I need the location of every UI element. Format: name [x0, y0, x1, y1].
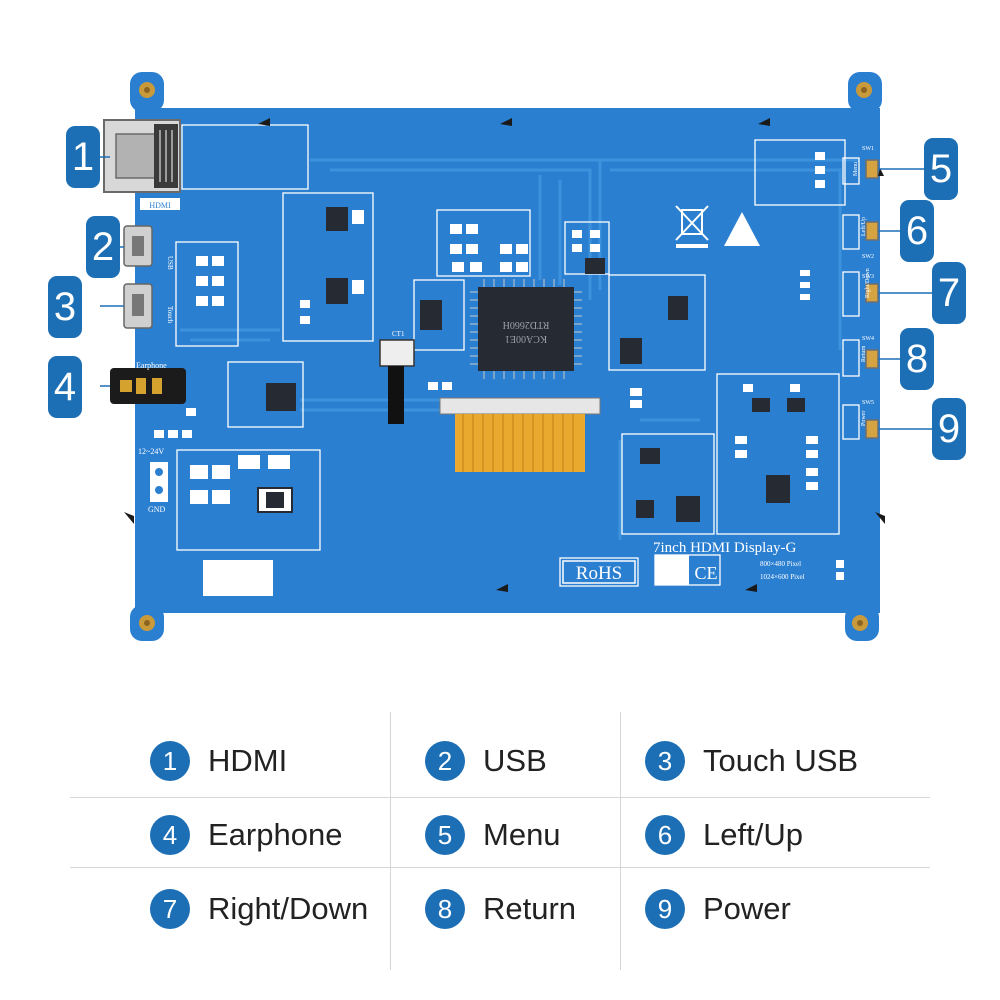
number-badge: 4 [150, 815, 190, 855]
svg-text:Touch: Touch [166, 306, 174, 324]
blank-label [203, 560, 273, 596]
svg-text:GND: GND [148, 505, 166, 514]
fpc-connector [439, 397, 601, 415]
callout-hdmi: 1 [66, 126, 100, 188]
legend-item-menu: 5 Menu [425, 800, 561, 870]
divider [620, 712, 621, 970]
esd-warning-icon [724, 212, 760, 246]
weee-bin-icon [675, 205, 709, 248]
number-badge: 2 [425, 741, 465, 781]
svg-text:Earphone: Earphone [136, 361, 167, 370]
legend-item-right-down: 7 Right/Down [150, 874, 368, 944]
svg-text:SW3: SW3 [862, 274, 874, 280]
callout-left-up: 6 [900, 200, 934, 262]
svg-text:Return: Return [861, 346, 867, 362]
left-up-switch [865, 221, 879, 241]
legend-label: Right/Down [208, 891, 369, 926]
svg-text:12~24V: 12~24V [138, 447, 164, 456]
callout-usb: 2 [86, 216, 120, 278]
return-switch [865, 349, 879, 369]
svg-text:Right/Down: Right/Down [865, 268, 871, 298]
svg-text:SW5: SW5 [862, 400, 874, 406]
divider [70, 867, 930, 868]
callout-return: 8 [900, 328, 934, 390]
legend-label: Earphone [208, 817, 343, 852]
legend-label: Left/Up [703, 817, 803, 852]
divider [70, 797, 930, 798]
number-badge: 8 [425, 889, 465, 929]
svg-text:SW4: SW4 [862, 336, 874, 342]
callout-menu: 5 [924, 138, 958, 200]
callout-earphone: 4 [48, 356, 82, 418]
svg-text:USB: USB [166, 256, 174, 270]
legend-item-power: 9 Power [645, 874, 791, 944]
number-badge: 6 [645, 815, 685, 855]
pcb-board: RTD2660H KCA00E1 [100, 72, 932, 641]
menu-switch [865, 159, 879, 179]
ce-mark: CE [694, 563, 717, 583]
earphone-jack [110, 368, 186, 404]
power-switch [865, 419, 879, 439]
legend-table: 1 HDMI 2 USB 3 Touch USB 4 Earphone 5 Me… [70, 712, 930, 970]
legend-item-earphone: 4 Earphone [150, 800, 342, 870]
svg-text:KCA00E1: KCA00E1 [505, 333, 547, 344]
divider [390, 712, 391, 970]
number-badge: 9 [645, 889, 685, 929]
svg-text:SW2: SW2 [862, 254, 874, 260]
legend-item-touch-usb: 3 Touch USB [645, 726, 858, 796]
svg-text:Power: Power [861, 411, 867, 426]
main-chip [478, 287, 574, 371]
legend-item-usb: 2 USB [425, 726, 547, 796]
number-badge: 7 [150, 889, 190, 929]
legend-label: HDMI [208, 743, 288, 778]
number-badge: 5 [425, 815, 465, 855]
svg-text:SW1: SW1 [862, 146, 874, 152]
legend-item-return: 8 Return [425, 874, 576, 944]
svg-text:1024×600 Pixel: 1024×600 Pixel [760, 573, 805, 581]
legend-label: Touch USB [703, 743, 859, 778]
legend-item-left-up: 6 Left/Up [645, 800, 803, 870]
legend-label: Power [703, 891, 791, 926]
callout-power: 9 [932, 398, 966, 460]
svg-text:Menu: Menu [853, 162, 859, 176]
svg-text:CT1: CT1 [392, 330, 405, 338]
legend-label: Return [483, 891, 577, 926]
svg-text:HDMI: HDMI [149, 201, 171, 210]
chip-label: RTD2660H [503, 319, 550, 330]
number-badge: 3 [645, 741, 685, 781]
svg-text:Left/Up: Left/Up [860, 217, 867, 236]
legend-label: Menu [483, 817, 561, 852]
svg-text:800×480 Pixel: 800×480 Pixel [760, 560, 801, 568]
callout-right-down: 7 [932, 262, 966, 324]
board-illustration: RTD2660H KCA00E1 [48, 72, 966, 641]
rohs-mark: RoHS [576, 563, 622, 584]
legend-label: USB [483, 743, 547, 778]
callout-touch-usb: 3 [48, 276, 82, 338]
product-name: 7inch HDMI Display-G [653, 540, 796, 556]
number-badge: 1 [150, 741, 190, 781]
display-ribbon-cable [455, 414, 585, 472]
legend-item-hdmi: 1 HDMI [150, 726, 287, 796]
